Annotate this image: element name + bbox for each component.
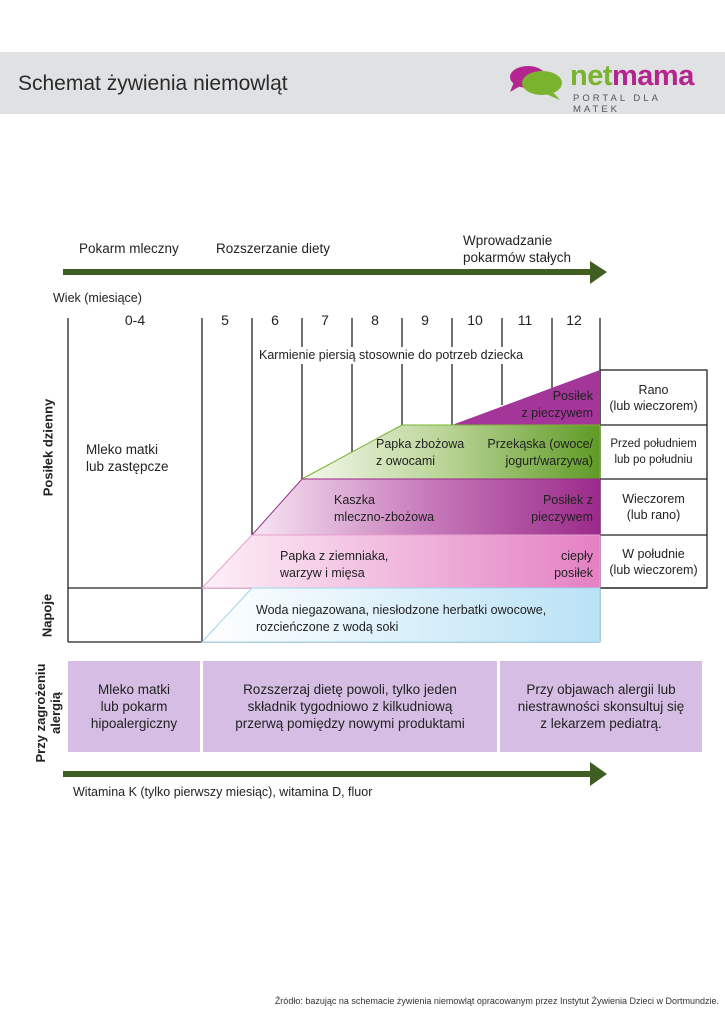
top-arrow [63,261,607,284]
meal2-left: Papka zbożowa z owocami [376,436,464,470]
logo-net: net [570,60,613,92]
allergy-expand-line1: Rozszerzaj dietę powoli, tylko jeden [243,682,457,697]
phase-solid: Wprowadzanie pokarmów stałych [463,232,571,266]
phase-milk: Pokarm mleczny [79,241,179,256]
meal1-right: Posiłek z pieczywem [480,388,593,422]
meal-bread-morning [452,370,600,425]
time-midday-snack-line1: Przed południem [610,438,697,450]
age-axis-label: Wiek (miesiące) [53,291,142,305]
meal4-left: Papka z ziemniaka, warzyw i mięsa [280,548,388,582]
meal2-right: Przekąska (owoce/ jogurt/warzywa) [470,436,593,470]
meal2-right-line1: Przekąska (owoce/ [487,437,593,451]
row-label-drinks: Napoje [39,593,55,638]
time-evening: Wieczorem (lub rano) [600,479,707,535]
time-noon: W południe(lub wieczorem) [600,535,707,588]
drinks-band [200,587,601,643]
drinks-line2: rozcieńczone z wodą soki [256,620,399,634]
meal1-right-line2: z pieczywem [521,406,593,420]
vitamins-note: Witamina K (tylko pierwszy miesiąc), wit… [73,785,373,799]
allergy-expand: Rozszerzaj dietę powoli, tylko jeden skła… [203,661,497,752]
time-midday-snack: Przed południem lub po południu [600,425,707,479]
breastfeeding-note: Karmienie piersią stosownie do potrzeb d… [258,347,525,364]
milk-cell-line2: lub zastępcze [86,459,169,474]
header-band [0,52,725,114]
age-0-4: 0-4 [124,312,146,328]
allergy-consult-line1: Przy objawach alergii lub [526,682,676,697]
meal4-right-line1: ciepły [561,549,593,563]
allergy-consult-line3: z lekarzem pediatrą. [540,716,662,731]
age-6: 6 [271,312,279,328]
age-8: 8 [371,312,379,328]
meal3-right: Posiłek z pieczywem [490,492,593,526]
phase-solid-line1: Wprowadzanie [463,233,553,248]
allergy-milk-line3: hipoalergiczny [90,716,178,731]
time-morning-line1: Rano [638,382,669,397]
row-label-daily: Posiłek dzienny [40,398,56,497]
meal1-right-line1: Posiłek [552,389,593,403]
time-midday-snack-line2: lub po południu [614,454,693,466]
netmama-logo: netmama PORTAL DLA MATEK [508,60,708,115]
meal3-left-line2: mleczno-zbożowa [334,510,435,524]
time-noon-line2: (lub wieczorem) [609,562,698,577]
meal4-left-line1: Papka z ziemniaka, [280,549,389,563]
bottom-arrow [63,762,607,786]
allergy-expand-line2: składnik tygodniowo z kilkudniową [247,699,453,714]
speech-bubbles-icon [510,66,562,100]
meal4-right: ciepły posiłek [500,548,593,582]
drinks-line1: Woda niegazowana, niesłodzone herbatki o… [256,603,547,617]
phase-expansion: Rozszerzanie diety [216,241,331,256]
logo-tagline: PORTAL DLA MATEK [573,93,661,115]
milk-cell: Mleko matki lub zastępcze [86,441,169,475]
logo-mama: mama [612,60,694,92]
meal2-right-line2: jogurt/warzywa) [505,454,593,468]
meal3-left-line1: Kaszka [334,493,375,507]
meal3-left: Kaszka mleczno-zbożowa [334,492,434,526]
age-5: 5 [221,312,229,328]
row-label-allergy-line1: Przy zagrożeniu [33,663,48,763]
meal2-left-line2: z owocami [376,454,436,468]
age-12: 12 [566,312,582,328]
page-title: Schemat żywienia niemowląt [18,72,288,95]
meal4-left-line2: warzyw i mięsa [280,566,365,580]
allergy-milk-line2: lub pokarm [100,699,168,714]
meal2-left-line1: Papka zbożowa [376,437,465,451]
phase-solid-line2: pokarmów stałych [463,250,572,265]
meal4-right-line2: posiłek [554,566,593,580]
source-note: Źródło: bazując na schemacie żywienia ni… [274,996,719,1006]
age-7: 7 [321,312,329,328]
milk-cell-line1: Mleko matki [86,442,159,457]
allergy-consult: Przy objawach alergii lub niestrawności s… [500,661,702,752]
meal3-right-line2: pieczywem [531,510,593,524]
time-noon-line1: W południe [622,546,685,561]
row-label-allergy: Przy zagrożeniu alergią [33,653,63,773]
row-label-allergy-line2: alergią [48,692,63,734]
age-9: 9 [421,312,429,328]
time-morning: Rano(lub wieczorem) [600,370,707,425]
allergy-milk: Mleko matki lub pokarm hipoalergiczny [68,661,200,752]
meal3-right-line1: Posiłek z [542,493,593,507]
allergy-expand-line3: przerwą pomiędzy nowymi produktami [235,716,465,731]
age-11: 11 [517,312,533,328]
time-evening-line1: Wieczorem [622,492,685,506]
drinks-text: Woda niegazowana, niesłodzone herbatki o… [256,602,546,636]
allergy-consult-line2: niestrawności skonsultuj się [517,699,685,714]
time-evening-line2: (lub rano) [626,508,681,522]
time-morning-line2: (lub wieczorem) [609,398,698,413]
age-10: 10 [467,312,483,328]
allergy-milk-line1: Mleko matki [97,682,170,697]
